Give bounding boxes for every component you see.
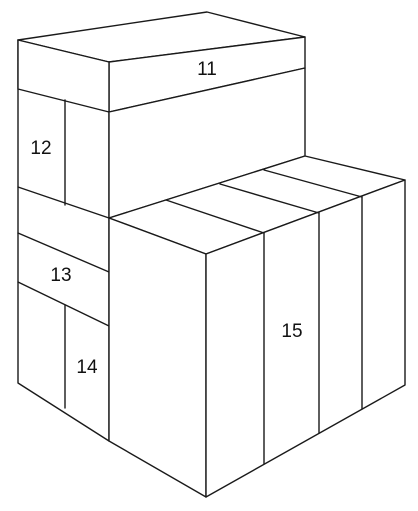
- label-11: 11: [197, 59, 217, 80]
- label-14: 14: [76, 357, 98, 378]
- block-11: [17, 11, 306, 113]
- left-compartments: [17, 99, 110, 409]
- label-12: 12: [30, 138, 51, 159]
- label-13: 13: [50, 265, 71, 286]
- top-divider-1: [165, 199, 265, 234]
- block-15-right-face: [205, 179, 406, 498]
- block-15: [108, 155, 406, 498]
- divider-below-13: [17, 281, 110, 327]
- label-15: 15: [281, 321, 302, 342]
- top-divider-2: [219, 183, 320, 214]
- divider-above-13: [17, 232, 110, 273]
- block-15-left-face: [108, 217, 207, 498]
- divider-below-12: [17, 186, 110, 219]
- top-divider-3: [263, 169, 363, 198]
